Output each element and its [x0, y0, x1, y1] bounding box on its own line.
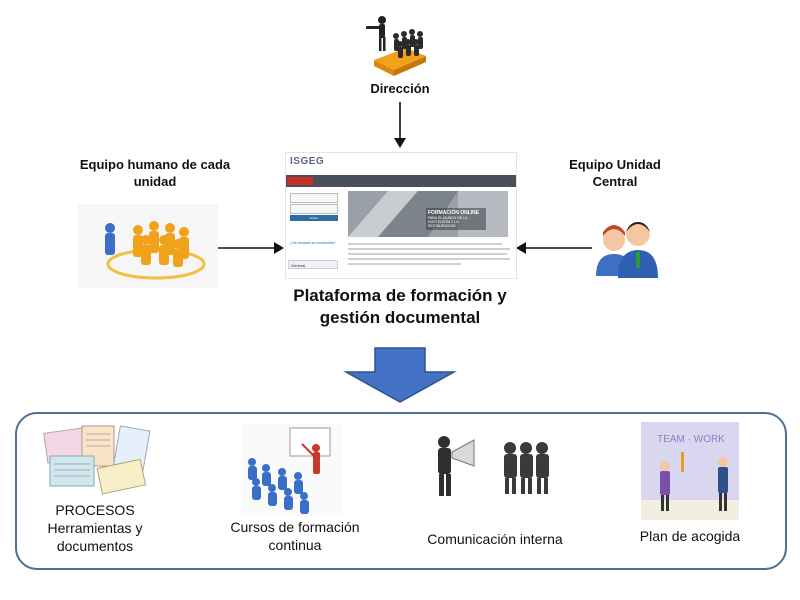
equipo-humano-line1: Equipo humano de cada	[79, 157, 231, 172]
item-procesos-line1: PROCESOS	[55, 502, 135, 518]
platform-login-form: Entrar	[290, 193, 338, 235]
teamwork-icon: TEAM · WORK	[641, 422, 739, 520]
svg-text:TEAM · WORK: TEAM · WORK	[657, 434, 725, 445]
megaphone-icon	[438, 436, 549, 496]
platform-title: Plataforma de formación y gestión docume…	[255, 285, 545, 329]
training-class-icon	[242, 424, 342, 516]
platform-logo: ISGEG	[290, 156, 325, 167]
equipo-central-label: Equipo Unidad Central	[545, 156, 685, 190]
item-cursos-label: Cursos de formación continua	[210, 518, 380, 554]
item-plan-label: Plan de acogida	[639, 528, 741, 544]
equipo-humano-line2: unidad	[133, 174, 177, 189]
item-cursos-line1: Cursos de formación	[230, 519, 360, 535]
banner-line2: PARA EL MUNDO DE LA	[428, 216, 468, 220]
equipo-humano-label: Equipo humano de cada unidad	[50, 156, 260, 190]
platform-title-line2: gestión documental	[319, 308, 481, 327]
item-comunicacion-label: Comunicación interna	[427, 531, 563, 547]
direccion-label: Dirección	[370, 81, 430, 96]
platform-password-field	[290, 204, 338, 214]
item-procesos-line2: Herramientas y	[47, 520, 143, 536]
arrow-left-central	[516, 242, 592, 254]
leader-crowd-icon	[366, 16, 426, 76]
platform-login-button: Entrar	[290, 215, 338, 221]
documents-icon	[43, 425, 151, 495]
item-cursos-line2: continua	[268, 537, 322, 553]
team-group-icon	[78, 204, 218, 288]
platform-screenshot: ISGEG Entrar ¿Ha olvidado su contraseña?…	[285, 152, 517, 279]
platform-forgot-link: ¿Ha olvidado su contraseña?	[290, 241, 336, 245]
item-procesos-line3: documentos	[56, 538, 134, 554]
platform-title-line1: Plataforma de formación y	[293, 286, 507, 305]
two-users-icon	[596, 222, 658, 278]
platform-text-lines	[348, 243, 510, 268]
arrow-down-direccion	[394, 102, 406, 148]
platform-general-section: General	[288, 260, 338, 269]
platform-banner-text: FORMACIÓN ONLINE PARA EL MUNDO DE LA HOS…	[426, 208, 486, 230]
equipo-central-line1: Equipo Unidad	[569, 157, 661, 172]
item-procesos-label: PROCESOS Herramientas y documentos	[20, 501, 170, 555]
arrow-right-left-team	[218, 242, 284, 254]
platform-nav-active	[287, 177, 313, 185]
banner-line3: HOSTELERÍA Y LA RESTAURACIÓN	[428, 220, 459, 228]
equipo-central-line2: Central	[592, 174, 638, 189]
banner-line1: FORMACIÓN ONLINE	[428, 210, 480, 216]
big-down-arrow	[343, 347, 457, 403]
platform-username-field	[290, 193, 338, 203]
platform-navbar	[286, 175, 516, 187]
bottom-panel	[15, 412, 787, 570]
